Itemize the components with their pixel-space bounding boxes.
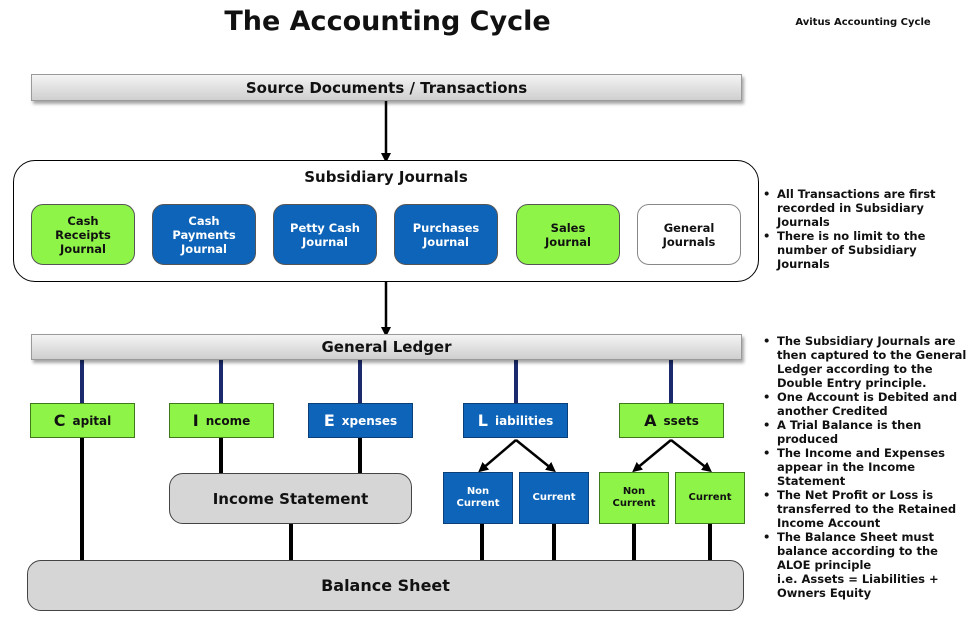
journal-label: Cash Receipts Journal [55,213,111,256]
note-item: One Account is Debited and another Credi… [763,390,968,418]
journal-general: General Journals [637,204,741,265]
general-ledger-label: General Ledger [321,338,452,356]
assets-non-current: Non Current [599,472,669,524]
journal-label: Cash Payments Journal [172,213,236,256]
balance-sheet-label: Balance Sheet [321,576,450,595]
journal-petty-cash: Petty Cash Journal [273,204,377,265]
source-documents-label: Source Documents / Transactions [245,78,528,97]
category-rest: ncome [205,413,251,428]
category-letter: I [192,410,199,430]
category-letter: E [323,410,335,430]
category-letter: L [477,410,488,430]
assets-current: Current [675,472,745,524]
note-item: There is no limit to the number of Subsi… [763,229,938,271]
brand-label: Avitus Accounting Cycle [795,17,931,28]
note-extra: i.e. Assets = Liabilities + Owners Equit… [777,572,939,600]
income-statement-label: Income Statement [212,489,369,508]
subsidiary-journals-container [13,160,759,282]
general-ledger-bar: General Ledger [31,334,742,360]
sub-category-label: Non Current [612,486,656,509]
note-item: All Transactions are first recorded in S… [763,187,938,229]
journal-cash-payments: Cash Payments Journal [152,204,256,265]
journal-label: Purchases Journal [412,220,480,249]
category-rest: iabilities [494,413,554,428]
notes-top: All Transactions are first recorded in S… [763,187,938,271]
journal-label: Petty Cash Journal [290,220,360,249]
category-letter: C [53,410,66,430]
page-title: The Accounting Cycle [224,6,551,37]
journal-sales: Sales Journal [516,204,620,265]
category-rest: ssets [663,413,699,428]
liabilities-current: Current [519,472,589,524]
note-item: The Net Profit or Loss is transferred to… [763,488,968,530]
journal-cash-receipts: Cash Receipts Journal [31,204,135,265]
source-documents-bar: Source Documents / Transactions [31,74,742,101]
sub-category-label: Current [688,492,732,503]
note-item: The Income and Expenses appear in the In… [763,446,968,488]
sub-category-label: Non Current [456,486,500,509]
notes-bottom: The Subsidiary Journals are then capture… [763,334,968,600]
subsidiary-journals-title: Subsidiary Journals [304,168,468,186]
journal-label: Sales Journal [545,220,591,249]
note-item: The Subsidiary Journals are then capture… [763,334,968,390]
category-rest: xpenses [341,413,398,428]
note-item: A Trial Balance is then produced [763,418,968,446]
category-rest: apital [72,413,112,428]
income-statement-box: Income Statement [169,473,412,524]
journal-label: General Journals [662,220,716,249]
liabilities-non-current: Non Current [443,472,513,524]
balance-sheet-box: Balance Sheet [27,560,744,611]
journal-purchases: Purchases Journal [394,204,498,265]
category-letter: A [644,410,657,430]
note-item: The Balance Sheet must balance according… [763,530,968,572]
sub-category-label: Current [532,492,576,503]
